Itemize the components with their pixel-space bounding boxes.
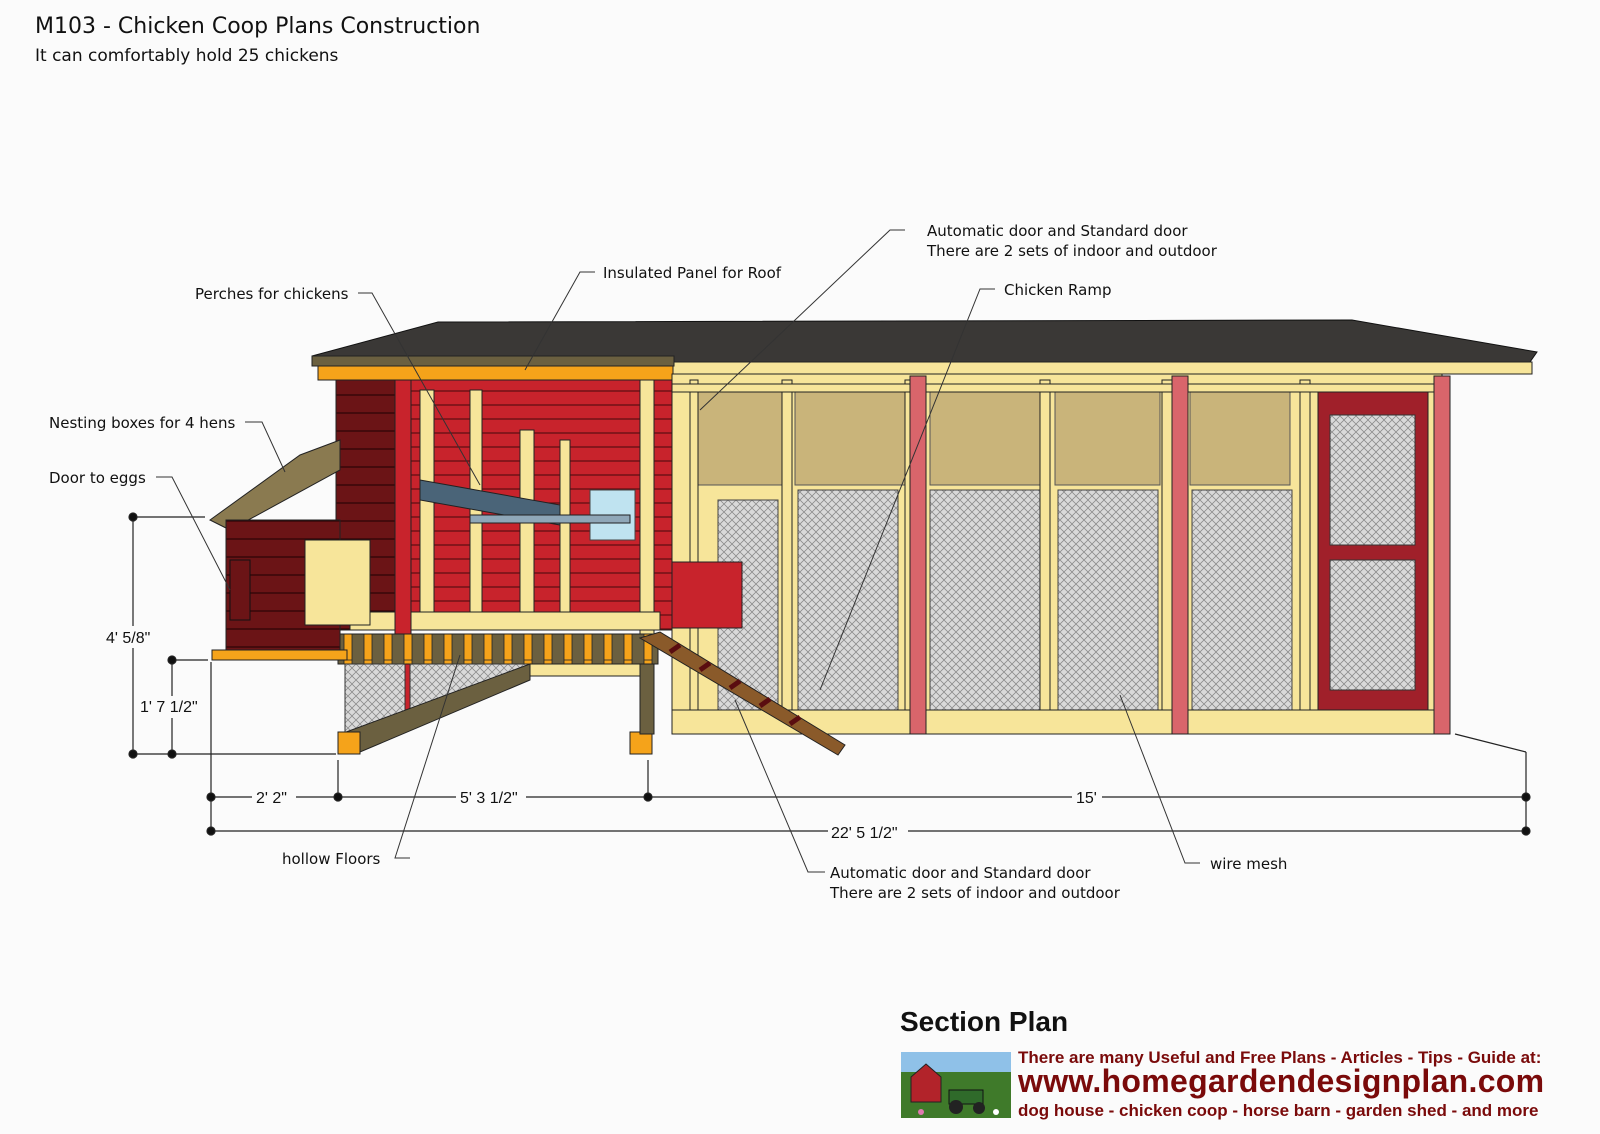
wire-mesh-panel	[1057, 489, 1159, 711]
section-plan-title: Section Plan	[900, 1006, 1069, 1037]
dim-total-height: 4' 5/8"	[106, 630, 150, 647]
leg	[629, 731, 653, 755]
wire-mesh-panel	[929, 489, 1041, 711]
perch	[469, 514, 631, 524]
automatic-door	[669, 561, 743, 629]
label-perches: Perches for chickens	[195, 285, 349, 303]
ad-categories: dog house - chicken coop - horse barn - …	[1018, 1101, 1539, 1120]
ad-tagline: There are many Useful and Free Plans - A…	[1018, 1048, 1542, 1067]
chicken-run	[669, 373, 1451, 735]
ad-thumbnail-image[interactable]	[901, 1052, 1011, 1118]
dimension-lines	[128, 512, 1531, 836]
leader-lines	[156, 229, 1200, 873]
dim-floor-height: 1' 7 1/2"	[140, 699, 198, 716]
dim-total-width: 22' 5 1/2"	[831, 825, 898, 842]
label-insulated-panel: Insulated Panel for Roof	[603, 264, 782, 282]
wire-mesh-panel	[1191, 489, 1293, 711]
dimension-labels: 4' 5/8" 1' 7 1/2" 2' 2" 5' 3 1/2" 15' 22…	[104, 626, 1102, 842]
hollow-floor-joists	[337, 633, 659, 665]
label-auto-door-bottom-1: Automatic door and Standard door	[830, 864, 1091, 882]
label-auto-door-bottom-2: There are 2 sets of indoor and outdoor	[829, 884, 1121, 902]
label-auto-door-top-2: There are 2 sets of indoor and outdoor	[926, 242, 1218, 260]
label-chicken-ramp: Chicken Ramp	[1004, 281, 1111, 299]
annotations: Automatic door and Standard door There a…	[49, 222, 1287, 902]
wire-mesh-panel	[797, 489, 899, 711]
perch	[419, 479, 561, 526]
page-title: M103 - Chicken Coop Plans Construction	[35, 14, 481, 39]
chicken-ramp	[638, 631, 846, 756]
label-wire-mesh: wire mesh	[1210, 855, 1287, 873]
dim-nesting-width: 2' 2"	[256, 790, 287, 807]
dim-coop-width: 5' 3 1/2"	[460, 790, 518, 807]
leg	[337, 731, 361, 755]
egg-door	[229, 559, 251, 621]
coop-house	[335, 379, 673, 755]
label-door-to-eggs: Door to eggs	[49, 469, 146, 487]
label-auto-door-top-1: Automatic door and Standard door	[927, 222, 1188, 240]
roof	[311, 319, 1538, 381]
page-subtitle: It can comfortably hold 25 chickens	[35, 46, 339, 66]
label-hollow-floors: hollow Floors	[282, 850, 381, 868]
dim-run-width: 15'	[1076, 790, 1097, 807]
label-nesting-boxes: Nesting boxes for 4 hens	[49, 414, 236, 432]
ad-website-link[interactable]: www.homegardendesignplan.com	[1018, 1063, 1545, 1099]
